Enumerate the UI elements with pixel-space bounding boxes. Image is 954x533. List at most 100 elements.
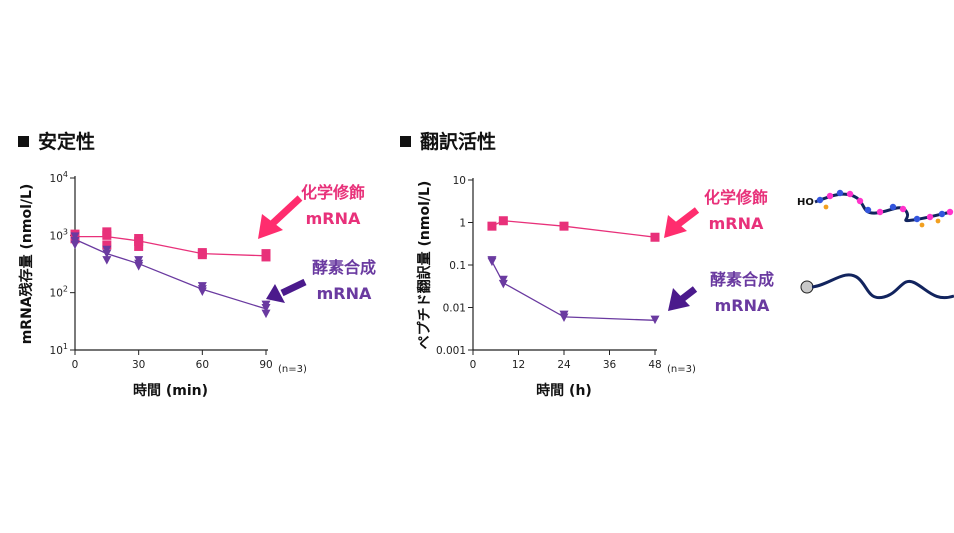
data-point <box>197 287 207 296</box>
heading-bullet <box>400 136 411 147</box>
series <box>487 216 660 242</box>
chem-label-left: 化学修飾 mRNA <box>283 180 383 232</box>
data-point <box>498 279 508 289</box>
y-ticks: 101 102 103 104 <box>50 170 75 357</box>
heading-translation-text: 翻訳活性 <box>420 131 497 153</box>
y-tick-label: 0.001 <box>436 345 466 357</box>
series-line <box>491 220 656 238</box>
arrow-chem-left <box>258 195 303 239</box>
chart-translation: 0.001 0.01 0.1 1 10 0 12 24 36 48 時間 (h) ペプチド翻訳量 (n… <box>416 175 696 399</box>
y-tick-label: 0.01 <box>443 303 466 315</box>
heading-stability-text: 安定性 <box>38 131 96 153</box>
series <box>70 232 271 319</box>
modification-dot <box>856 197 864 205</box>
enz-label-line1: 酵素合成 <box>311 258 376 277</box>
modification-dot <box>935 218 941 224</box>
data-point <box>134 237 144 247</box>
enz-label-line2: mRNA <box>714 296 770 315</box>
x-axis-title: 時間 (min) <box>133 382 208 399</box>
modification-dot <box>836 189 844 197</box>
arrow-enz-left <box>266 278 307 303</box>
data-point <box>261 309 271 319</box>
data-point <box>70 240 80 250</box>
modification-dot <box>889 203 897 211</box>
arrow-enz-right <box>668 286 698 311</box>
x-ticks: 0 12 24 36 48 <box>470 350 662 371</box>
data-point <box>559 221 569 231</box>
data-point <box>487 257 497 267</box>
cap-icon <box>800 280 814 294</box>
y-tick-label: 0.1 <box>449 260 466 272</box>
y-tick-label: 1 <box>459 218 466 230</box>
heading-stability: 安定性 <box>18 127 95 154</box>
series <box>70 227 271 262</box>
data-point <box>102 249 112 259</box>
modification-dot <box>846 190 854 198</box>
x-axis-title: 時間 (h) <box>536 382 592 399</box>
data-point <box>102 240 112 250</box>
data-point <box>650 315 660 325</box>
ho-label: HO <box>797 197 814 208</box>
chem-label-line2: mRNA <box>708 214 764 233</box>
n-note: (n=3) <box>667 364 696 375</box>
data-point <box>197 250 207 260</box>
enz-label-line2: mRNA <box>316 284 372 303</box>
chem-label-line1: 化学修飾 <box>300 183 365 202</box>
data-point <box>261 252 271 262</box>
data-point <box>102 230 112 240</box>
y-tick-label: 101 <box>50 342 68 357</box>
y-tick-label: 102 <box>50 285 68 300</box>
series <box>487 256 660 325</box>
x-tick-label: 48 <box>648 359 661 371</box>
n-note: (n=3) <box>278 364 307 375</box>
y-axis-title: ペプチド翻訳量 (nmol/L) <box>416 181 433 350</box>
x-tick-label: 12 <box>512 359 525 371</box>
data-point <box>102 256 112 265</box>
enz-mrna-strand <box>811 273 954 300</box>
x-tick-label: 30 <box>132 359 145 371</box>
y-ticks: 0.001 0.01 0.1 1 10 <box>436 175 473 357</box>
chem-label-line2: mRNA <box>305 209 361 228</box>
data-point <box>134 241 144 251</box>
modification-dot <box>823 204 829 210</box>
x-tick-label: 0 <box>72 359 79 371</box>
data-point <box>487 221 497 231</box>
x-tick-label: 90 <box>259 359 272 371</box>
modification-dot <box>926 213 934 221</box>
enz-label-left: 酵素合成 mRNA <box>294 255 394 307</box>
data-point <box>650 232 660 242</box>
y-axis-title: mRNA残存量 (nmol/L) <box>18 184 35 345</box>
chem-modification-dots <box>816 189 954 228</box>
x-tick-label: 36 <box>603 359 617 371</box>
y-tick-label: 103 <box>50 227 68 242</box>
x-tick-label: 0 <box>470 359 477 371</box>
modification-dot <box>816 196 824 204</box>
y-tick-label: 104 <box>50 170 68 185</box>
arrow-chem-right <box>664 207 700 238</box>
modification-dot <box>899 205 907 213</box>
data-point <box>70 232 80 241</box>
modification-dot <box>938 210 946 218</box>
x-ticks: 0 30 60 90 <box>72 350 273 371</box>
modification-dot <box>919 222 925 228</box>
heading-translation: 翻訳活性 <box>400 127 496 154</box>
series-line <box>491 261 656 321</box>
chem-label-line1: 化学修飾 <box>703 188 768 207</box>
modification-dot <box>864 206 872 214</box>
x-tick-label: 60 <box>196 359 209 371</box>
enz-label-line1: 酵素合成 <box>709 270 774 289</box>
chem-label-right: 化学修飾 mRNA <box>686 185 786 237</box>
data-point <box>559 313 569 323</box>
data-point <box>134 262 144 271</box>
modification-dot <box>946 208 954 216</box>
heading-bullet <box>18 136 29 147</box>
modification-dot <box>913 215 921 223</box>
y-tick-label: 10 <box>453 175 466 187</box>
modification-dot <box>826 192 834 200</box>
data-point <box>498 216 508 226</box>
modification-dot <box>876 208 884 216</box>
chart-stability: 101 102 103 104 0 30 60 90 時間 (min) mRNA残存量 (nmol… <box>18 170 307 399</box>
x-tick-label: 24 <box>557 359 571 371</box>
data-point <box>261 304 271 313</box>
